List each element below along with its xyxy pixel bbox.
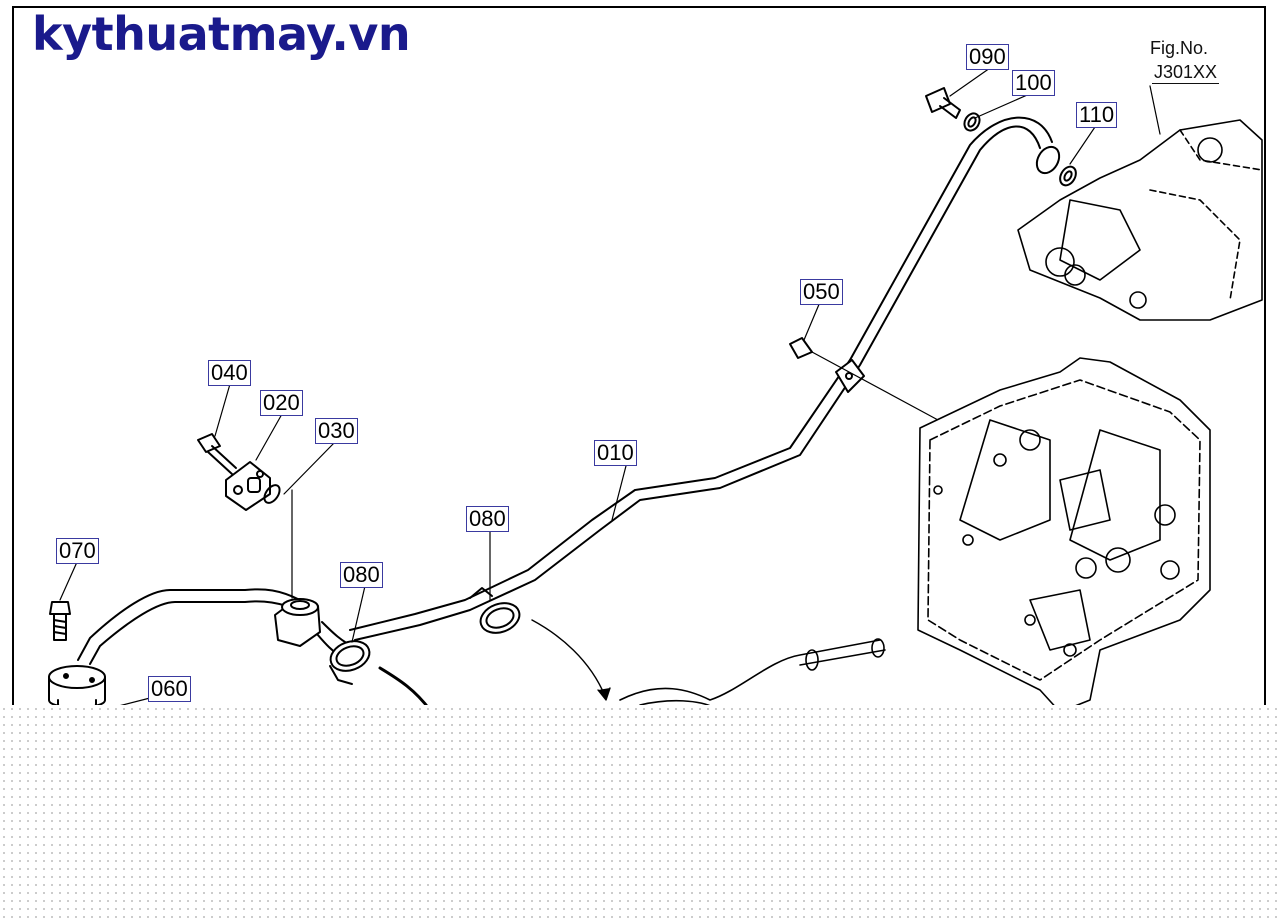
upper-housing [1017, 119, 1263, 321]
callout-080-right: 080 [466, 506, 509, 532]
drawing-frame [12, 6, 1266, 714]
clamp-080-right [469, 587, 521, 634]
hose-lower [619, 638, 886, 709]
callout-080-left: 080 [340, 562, 383, 588]
oring-030 [263, 484, 281, 504]
bolt-070 [49, 601, 71, 641]
pipe-bracket [811, 351, 939, 421]
callout-090: 090 [966, 44, 1009, 70]
figure-number-label: Fig.No. [1150, 38, 1209, 58]
callout-060: 060 [148, 676, 191, 702]
callout-050: 050 [800, 279, 843, 305]
banjo-fitting [274, 598, 321, 647]
clamp-080-left [329, 640, 371, 685]
flange-020 [225, 461, 271, 511]
transmission-case [917, 357, 1211, 713]
banjo-bolt-090 [925, 87, 961, 119]
leader-lines [59, 67, 1161, 713]
callout-040: 040 [208, 360, 251, 386]
bolt-040 [197, 433, 237, 475]
callout-010: 010 [594, 440, 637, 466]
site-watermark: kythuatmay.vn [32, 7, 411, 61]
oil-pipe-010 [349, 116, 1053, 641]
assembly-arrows [378, 619, 611, 712]
washer-100 [963, 112, 981, 132]
callout-070: 070 [56, 538, 99, 564]
callout-110: 110 [1076, 102, 1118, 128]
figure-number-code: J301XX [1152, 62, 1220, 84]
washer-110 [1035, 145, 1077, 187]
dotted-placeholder-area [0, 705, 1280, 922]
bolt-050 [789, 337, 813, 359]
callout-030: 030 [315, 418, 358, 444]
callout-100: 100 [1012, 70, 1055, 96]
callout-020: 020 [260, 390, 303, 416]
